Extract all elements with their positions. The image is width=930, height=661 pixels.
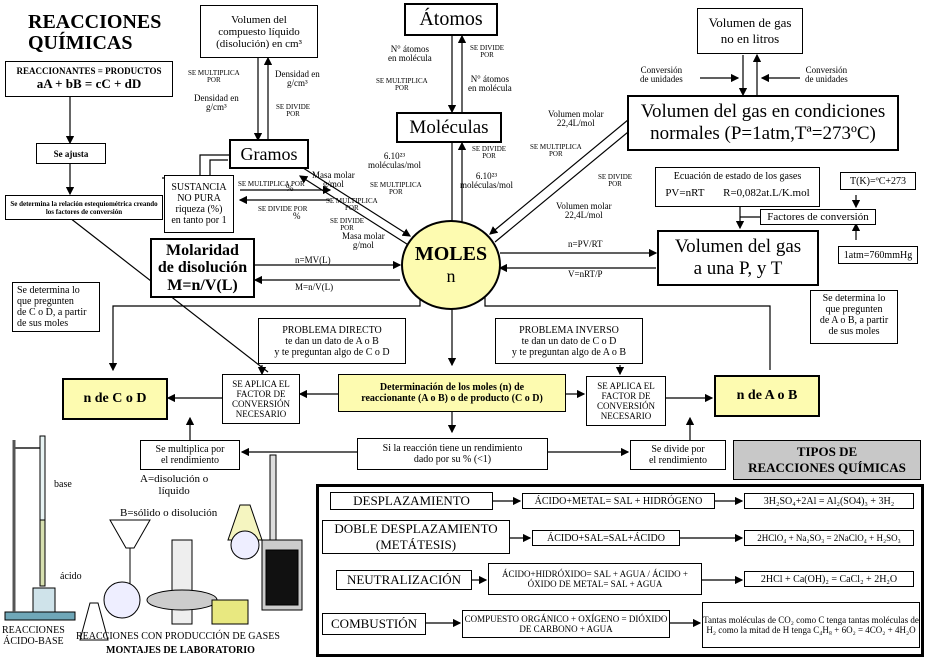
reaction-rule-0: ÁCIDO+METAL= SAL + HIDRÓGENO <box>522 493 715 509</box>
reaction-example-0: 3H₂SO₄+2Al = Al₂(SO4)₃ + 3H₂ <box>744 493 914 509</box>
label-v-nrtp: V=nRT/P <box>568 269 603 279</box>
relacion-box: Se determina la relación estequiométrica… <box>5 195 163 220</box>
reaction-example-1: 2HClO₄ + Na₂SO₃ = 2NaClO₄ + H₂SO₃ <box>744 530 914 546</box>
label-m-nv: M=n/V(L) <box>295 282 334 292</box>
label-montajes: MONTAJES DE LABORATORIO <box>106 645 255 656</box>
reaction-name-0: DESPLAZAMIENTO <box>330 492 493 510</box>
moleculas-box: Moléculas <box>396 112 502 143</box>
reactantes-box: REACCIONANTES = PRODUCTOS aA + bB = cC +… <box>5 61 173 97</box>
reaction-rule-2: ÁCIDO+HIDRÓXIDO= SAL + AGUA / ÁCIDO + ÓX… <box>488 563 702 595</box>
gramos-box: Gramos <box>229 139 309 169</box>
atomos-box: Átomos <box>404 3 498 36</box>
reaction-example-3: Tantas moléculas de CO₂ como C tenga tan… <box>702 602 920 648</box>
label-pct-2: % <box>293 211 301 221</box>
reaction-name-2: NEUTRALIZACIÓN <box>336 570 472 590</box>
label-acido: ácido <box>60 571 82 582</box>
label-gases: REACCIONES CON PRODUCCIÓN DE GASES <box>76 631 280 642</box>
se-ajusta-box: Se ajusta <box>36 143 106 164</box>
reaction-rule-1: ÁCIDO+SAL=SAL+ÁCIDO <box>532 530 680 546</box>
label-b-solido: B=sólido o disolución <box>120 507 218 519</box>
label-se-divide-3: SE DIVIDE POR <box>258 205 308 213</box>
label-pct-1: % <box>286 183 294 193</box>
label-base: base <box>54 479 72 490</box>
n-ab-box: n de A o B <box>714 375 820 417</box>
label-n-pvrt: n=PV/RT <box>568 239 603 249</box>
reaction-example-2: 2HCl + Ca(OH)₂ = CaCl₂ + 2H₂O <box>744 571 914 587</box>
reaction-types-panel <box>316 484 924 657</box>
reaction-name-3: COMBUSTIÓN <box>322 613 426 635</box>
reaction-rule-3: COMPUESTO ORGÁNICO + OXÍGENO = DIÓXIDO D… <box>462 610 670 638</box>
factores-box: Factores de conversión <box>760 209 876 225</box>
label-se-multiplica-3: SE MULTIPLICA POR <box>238 180 305 188</box>
n-cd-box: n de C o D <box>62 378 168 420</box>
moles-circle: MOLES n <box>401 220 501 310</box>
reaction-name-1: DOBLE DESPLAZAMIENTO (METÁTESIS) <box>322 520 510 554</box>
label-n-mv: n=MV(L) <box>295 255 331 265</box>
lab-apparatus-drawing <box>4 435 303 641</box>
tk-box: T(K)=ºC+273 <box>840 172 916 190</box>
atm-box: 1atm=760mmHg <box>838 246 918 264</box>
